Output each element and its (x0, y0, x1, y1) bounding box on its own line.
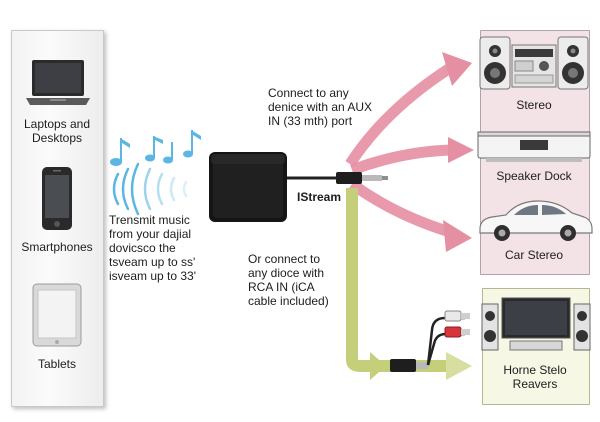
arrow-to-car-stereo (348, 179, 452, 238)
speaker-dock-label: Speaker Dock (496, 169, 572, 183)
speaker-dock-icon (477, 131, 591, 162)
rca-plug-icon (390, 359, 416, 372)
tablets-label: Tablets (37, 357, 77, 371)
home-stereo-label: Horne Stelo Reavers (503, 363, 567, 391)
arrow-to-stereo (345, 63, 453, 167)
aux-description: Connect to any denice with an AUX IN (33… (268, 86, 373, 128)
transmit-description: Trensmit music from your dajial dovicsco… (109, 213, 197, 283)
arrow-to-speaker-dock (350, 144, 451, 176)
laptop-icon (26, 60, 90, 105)
device-label: IStream (297, 190, 342, 204)
car-stereo-label: Car Stereo (504, 248, 564, 262)
car-icon (479, 200, 593, 241)
tablet-icon (32, 283, 82, 347)
arrow-to-home-stereo (346, 188, 450, 372)
stereo-icon (479, 36, 589, 90)
home-stereo-icon (481, 297, 591, 351)
music-notes-icon (110, 130, 201, 166)
rca-description: Or connect to any dioce with RCA IN (iCA… (248, 252, 329, 308)
smartphone-icon (42, 167, 72, 230)
istream-device-icon (209, 152, 287, 222)
smartphones-label: Smartphones (21, 240, 93, 254)
wireless-waves-icon (112, 162, 188, 216)
laptops-label: Laptops and Desktops (23, 117, 91, 145)
stereo-label: Stereo (516, 98, 552, 112)
